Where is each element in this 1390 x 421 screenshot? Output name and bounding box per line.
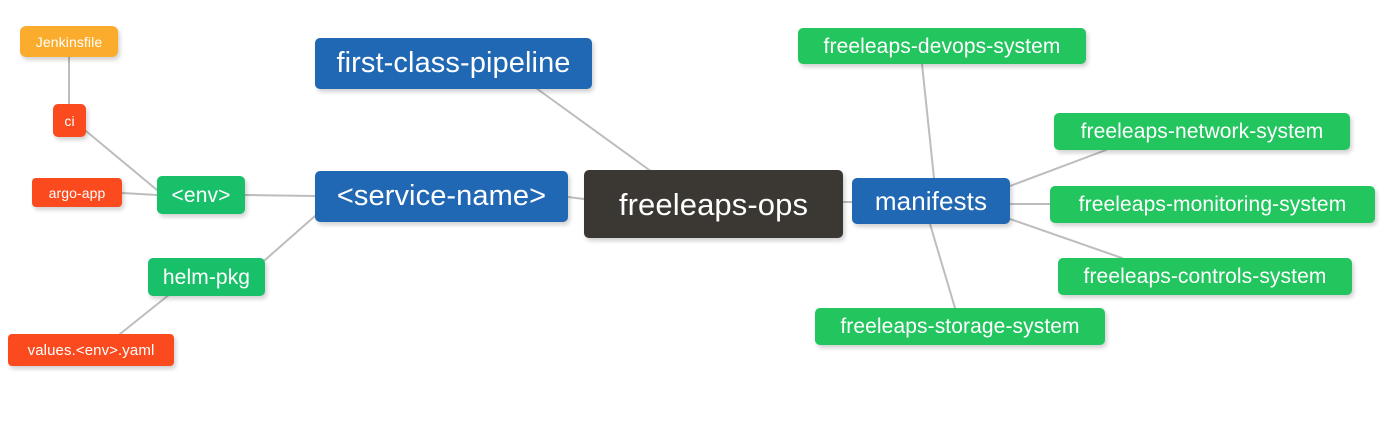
edge-service-name-to-freeleaps-ops	[567, 196, 585, 200]
node-label: helm-pkg	[162, 265, 251, 289]
node-first-class-pipeline[interactable]: first-class-pipeline	[315, 38, 592, 89]
node-freeleaps-network-system[interactable]: freeleaps-network-system	[1054, 113, 1350, 150]
edge-argo-app-to-env	[121, 192, 158, 196]
node-label: freeleaps-controls-system	[1083, 265, 1327, 288]
node-label: argo-app	[48, 184, 106, 201]
node-label: ci	[64, 112, 75, 129]
node-label: <env>	[171, 183, 231, 207]
node-freeleaps-storage-system[interactable]: freeleaps-storage-system	[815, 308, 1105, 345]
node-freeleaps-monitoring-system[interactable]: freeleaps-monitoring-system	[1050, 186, 1375, 223]
node-label: freeleaps-storage-system	[840, 315, 1080, 338]
edge-first-class-pipeline-to-freeleaps-ops	[535, 87, 653, 173]
edge-manifests-to-freeleaps-storage-system	[929, 223, 956, 309]
node-ci[interactable]: ci	[53, 104, 86, 137]
node-helm-pkg[interactable]: helm-pkg	[148, 258, 265, 296]
node-label: <service-name>	[336, 180, 547, 212]
node-service-name[interactable]: <service-name>	[315, 171, 568, 222]
node-freeleaps-controls-system[interactable]: freeleaps-controls-system	[1058, 258, 1352, 295]
node-manifests[interactable]: manifests	[852, 178, 1010, 224]
node-freeleaps-ops[interactable]: freeleaps-ops	[584, 170, 843, 238]
node-label: values.<env>.yaml	[27, 341, 155, 359]
node-freeleaps-devops-system[interactable]: freeleaps-devops-system	[798, 28, 1086, 64]
node-label: freeleaps-ops	[618, 186, 809, 222]
node-values-yaml[interactable]: values.<env>.yaml	[8, 334, 174, 366]
node-argo-app[interactable]: argo-app	[32, 178, 122, 207]
node-label: first-class-pipeline	[336, 47, 571, 79]
edge-service-name-to-helm-pkg	[264, 215, 316, 261]
edge-manifests-to-freeleaps-controls-system	[1009, 218, 1123, 259]
edge-env-to-service-name	[244, 194, 316, 197]
node-label: freeleaps-monitoring-system	[1078, 193, 1347, 216]
node-label: manifests	[874, 186, 988, 216]
edge-manifests-to-freeleaps-devops-system	[921, 63, 935, 179]
node-env[interactable]: <env>	[157, 176, 245, 214]
node-label: freeleaps-devops-system	[823, 34, 1061, 58]
node-label: Jenkinsfile	[35, 33, 103, 50]
node-label: freeleaps-network-system	[1080, 120, 1324, 143]
node-jenkinsfile[interactable]: Jenkinsfile	[20, 26, 118, 57]
edge-manifests-to-freeleaps-network-system	[1009, 149, 1107, 187]
edge-helm-pkg-to-values-yaml	[119, 293, 171, 335]
